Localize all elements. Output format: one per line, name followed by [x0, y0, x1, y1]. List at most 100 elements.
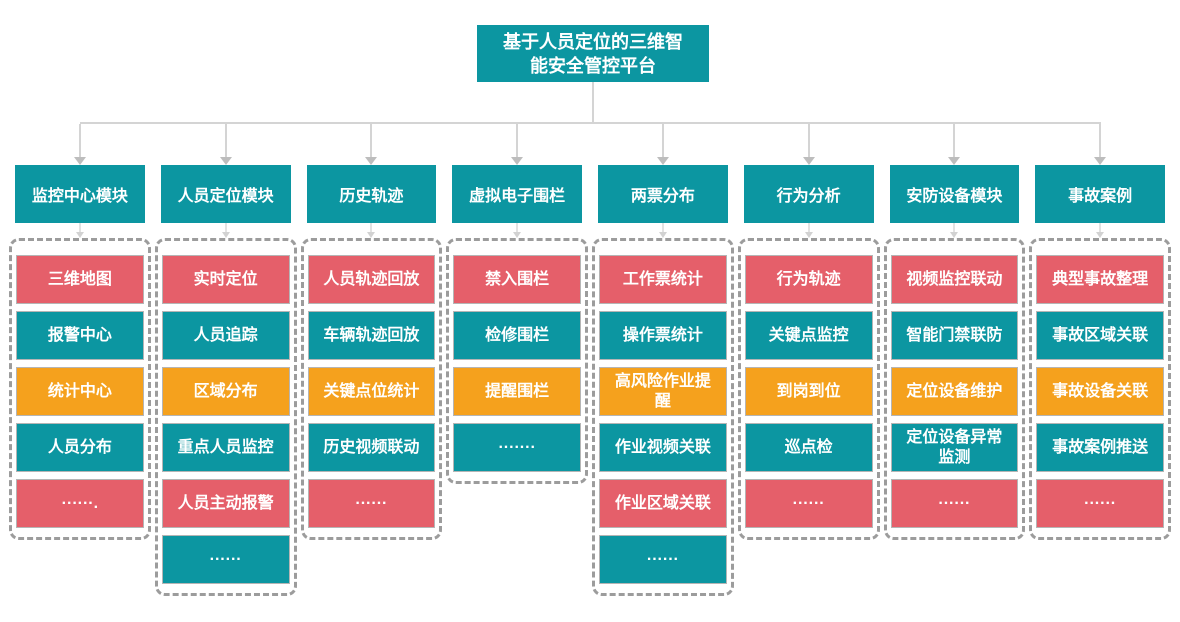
module-header: 虚拟电子围栏	[452, 165, 582, 223]
root-node: 基于人员定位的三维智能安全管控平台	[477, 25, 709, 82]
connector-line	[516, 124, 519, 158]
column-2: 人员定位模块实时定位人员追踪区域分布重点人员监控人员主动报警 ······	[154, 124, 297, 596]
feature-item: 操作票统计	[599, 311, 727, 360]
feature-item: 禁入围栏	[453, 255, 581, 304]
arrow-down-icon	[950, 232, 959, 238]
module-header: 两票分布	[598, 165, 728, 223]
root-node-title: 基于人员定位的三维智能安全管控平台	[503, 31, 683, 76]
feature-item: 高风险作业提醒	[599, 367, 727, 416]
connector-line	[370, 223, 373, 233]
arrow-down-icon	[656, 157, 669, 165]
connector-line	[370, 124, 373, 158]
feature-item: 报警中心	[16, 311, 144, 360]
module-header: 监控中心模块	[15, 165, 145, 223]
feature-item: 人员轨迹回放	[307, 255, 436, 304]
module-group: 典型事故整理事故区域关联事故设备关联事故案例推送······	[1029, 238, 1171, 540]
feature-item: 作业区域关联	[599, 479, 727, 528]
feature-item: 区域分布	[161, 367, 290, 416]
module-group: 视频监控联动智能门禁联防定位设备维护定位设备异常监测 ······	[883, 238, 1026, 540]
module-group: 禁入围栏检修围栏提醒围栏 ·······	[446, 238, 588, 484]
feature-item: 三维地图	[16, 255, 144, 304]
arrow-down-icon	[365, 157, 378, 165]
feature-item: 巡点检	[744, 423, 873, 472]
connector-line	[661, 124, 664, 158]
connector-line	[953, 223, 956, 233]
connector-line	[78, 223, 81, 233]
feature-item: ······	[161, 535, 290, 584]
feature-item: 视频监控联动	[890, 255, 1019, 304]
arrow-down-icon	[221, 232, 230, 238]
module-header: 安防设备模块	[889, 165, 1020, 223]
connector-line	[661, 223, 664, 233]
module-header: 人员定位模块	[160, 165, 291, 223]
feature-item: 行为轨迹	[744, 255, 873, 304]
arrow-down-icon	[804, 232, 813, 238]
feature-item: ······	[1036, 479, 1164, 528]
connector-line	[516, 223, 519, 233]
feature-item: ······	[599, 535, 727, 584]
arrow-down-icon	[513, 232, 522, 238]
feature-item: 车辆轨迹回放	[307, 311, 436, 360]
feature-item: 人员分布	[16, 423, 144, 472]
connector-trunk-horizontal	[80, 122, 1101, 124]
feature-item: 典型事故整理	[1036, 255, 1164, 304]
arrow-down-icon	[1094, 157, 1107, 165]
arrow-down-icon	[802, 157, 815, 165]
arrow-down-icon	[948, 157, 961, 165]
connector-line	[224, 124, 227, 158]
feature-item: 定位设备异常监测	[890, 423, 1019, 472]
column-3: 历史轨迹人员轨迹回放车辆轨迹回放关键点位统计历史视频联动······	[300, 124, 443, 596]
module-group: 人员轨迹回放车辆轨迹回放关键点位统计历史视频联动······	[300, 238, 443, 540]
arrow-down-icon	[1096, 232, 1105, 238]
module-group: 三维地图报警中心统计中心人员分布 ······.	[9, 238, 151, 540]
feature-item: 智能门禁联防	[890, 311, 1019, 360]
column-1: 监控中心模块三维地图报警中心统计中心人员分布 ······.	[9, 124, 151, 596]
arrow-down-icon	[75, 232, 84, 238]
feature-item: 人员主动报警	[161, 479, 290, 528]
arrow-down-icon	[73, 157, 86, 165]
module-group: 行为轨迹关键点监控到岗到位巡点检 ······	[737, 238, 880, 540]
column-5: 两票分布工作票统计操作票统计高风险作业提醒作业视频关联作业区域关联 ······	[592, 124, 734, 596]
arrow-down-icon	[219, 157, 232, 165]
feature-item: 检修围栏	[453, 311, 581, 360]
module-group: 实时定位人员追踪区域分布重点人员监控人员主动报警 ······	[154, 238, 297, 596]
feature-item: ······.	[16, 479, 144, 528]
feature-item: 定位设备维护	[890, 367, 1019, 416]
connector-line	[807, 223, 810, 233]
arrow-down-icon	[367, 232, 376, 238]
feature-item: 关键点监控	[744, 311, 873, 360]
feature-item: 事故设备关联	[1036, 367, 1164, 416]
arrow-down-icon	[511, 157, 524, 165]
feature-item: 实时定位	[161, 255, 290, 304]
module-header: 历史轨迹	[306, 165, 437, 223]
connector-line	[1099, 223, 1102, 233]
feature-item: 重点人员监控	[161, 423, 290, 472]
connector-trunk-vertical	[592, 82, 594, 124]
feature-item: ······	[744, 479, 873, 528]
feature-item: 人员追踪	[161, 311, 290, 360]
connector-line	[224, 223, 227, 233]
feature-item: 统计中心	[16, 367, 144, 416]
connector-line	[1099, 124, 1102, 158]
column-4: 虚拟电子围栏禁入围栏检修围栏提醒围栏 ·······	[446, 124, 588, 596]
connector-line	[953, 124, 956, 158]
connector-line	[78, 124, 81, 158]
columns-row: 监控中心模块三维地图报警中心统计中心人员分布······.人员定位模块实时定位人…	[9, 124, 1171, 596]
feature-item: 作业视频关联	[599, 423, 727, 472]
feature-item: 提醒围栏	[453, 367, 581, 416]
feature-item: 工作票统计	[599, 255, 727, 304]
module-header: 事故案例	[1035, 165, 1165, 223]
feature-item: 事故案例推送	[1036, 423, 1164, 472]
feature-item: ······	[890, 479, 1019, 528]
module-header: 行为分析	[743, 165, 874, 223]
column-7: 安防设备模块视频监控联动智能门禁联防定位设备维护定位设备异常监测 ······	[883, 124, 1026, 596]
column-8: 事故案例典型事故整理事故区域关联事故设备关联事故案例推送······	[1029, 124, 1171, 596]
module-group: 工作票统计操作票统计高风险作业提醒作业视频关联作业区域关联 ······	[592, 238, 734, 596]
feature-item: 到岗到位	[744, 367, 873, 416]
feature-item: ·······	[453, 423, 581, 472]
feature-item: ······	[307, 479, 436, 528]
connector-line	[807, 124, 810, 158]
feature-item: 关键点位统计	[307, 367, 436, 416]
arrow-down-icon	[658, 232, 667, 238]
